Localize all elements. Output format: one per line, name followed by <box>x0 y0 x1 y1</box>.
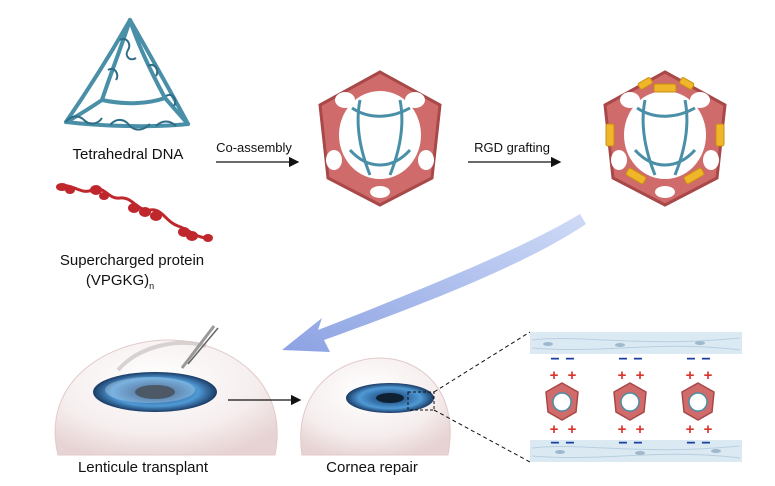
tissue-zoom-panel <box>530 332 742 462</box>
plus-charge: + <box>618 367 627 384</box>
plus-charge: + <box>704 367 713 384</box>
supercharged-protein-label: Supercharged protein <box>59 252 205 269</box>
mini-cage-icon <box>681 382 715 421</box>
co-assembly-label: Co-assembly <box>216 140 292 155</box>
delivery-arrow <box>282 214 586 352</box>
protein-sequence-subscript: n <box>149 281 155 291</box>
plus-charge: + <box>550 367 559 384</box>
minus-charge: − <box>618 435 627 452</box>
rgd-grafted-cage-icon <box>603 70 727 207</box>
minus-charge: − <box>550 351 559 368</box>
eye-repair-icon <box>300 357 451 456</box>
eye-transplant-icon <box>54 325 278 456</box>
minus-charge: − <box>565 351 574 368</box>
lenticule-transplant-label: Lenticule transplant <box>77 459 209 476</box>
plus-charge: + <box>618 421 627 438</box>
mini-cage-icon <box>545 382 579 421</box>
minus-charge: − <box>565 435 574 452</box>
minus-charge: − <box>633 435 642 452</box>
mini-cage-icon <box>613 382 647 421</box>
plus-charge: + <box>568 367 577 384</box>
plus-charge: + <box>550 421 559 438</box>
plus-charge: + <box>686 367 695 384</box>
minus-charge: − <box>701 435 710 452</box>
plus-charge: + <box>636 367 645 384</box>
zoom-line-top <box>433 331 531 393</box>
tetrahedral-dna-icon <box>64 18 190 131</box>
plus-charge: + <box>686 421 695 438</box>
supercharged-protein-icon <box>56 183 213 242</box>
charge-markers: − − − − − − + + + + + + + + + + + + − − … <box>550 351 713 452</box>
protein-sequence-main: (VPGKG) <box>85 272 150 289</box>
plus-charge: + <box>568 421 577 438</box>
dna-protein-cage-icon <box>318 70 442 207</box>
minus-charge: − <box>686 435 695 452</box>
plus-charge: + <box>636 421 645 438</box>
minus-charge: − <box>701 351 710 368</box>
rgd-grafting-label: RGD grafting <box>474 140 550 155</box>
minus-charge: − <box>618 351 627 368</box>
tetrahedral-dna-label: Tetrahedral DNA <box>72 146 184 163</box>
minus-charge: − <box>633 351 642 368</box>
cornea-repair-label: Cornea repair <box>326 459 418 476</box>
protein-sequence-label: (VPGKG)n <box>86 272 154 291</box>
minus-charge: − <box>550 435 559 452</box>
plus-charge: + <box>704 421 713 438</box>
minus-charge: − <box>686 351 695 368</box>
